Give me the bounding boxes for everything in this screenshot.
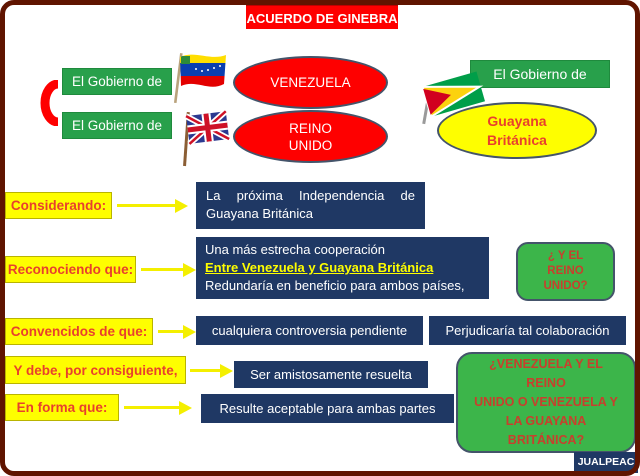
label-considerando: Considerando: <box>5 192 112 219</box>
question-venezuela-reino: ¿VENEZUELA Y EL REINO UNIDO O VENEZUELA … <box>456 352 636 453</box>
gov-box-venezuela: El Gobierno de <box>62 68 172 95</box>
arrow-icon <box>158 330 183 333</box>
credit-badge: JUALPEAC <box>574 452 638 473</box>
label-convencidos: Convencidos de que: <box>5 318 153 345</box>
page-title: ACUERDO DE GINEBRA <box>246 4 398 29</box>
statement-line-highlight: Entre Venezuela y Guayana Británica <box>205 260 434 275</box>
label-en-forma: En forma que: <box>5 394 119 421</box>
venezuela-ellipse: VENEZUELA <box>233 56 388 109</box>
arrow-icon <box>141 268 183 271</box>
gov-box-guyana: El Gobierno de <box>470 60 610 88</box>
label-y-debe: Y debe, por consiguiente, <box>5 356 186 384</box>
statement-line: Guayana Británica <box>206 206 313 221</box>
statement-resuelta: Ser amistosamente resuelta <box>234 361 428 388</box>
statement-aceptable: Resulte aceptable para ambas partes <box>201 394 454 423</box>
arrow-icon <box>117 204 175 207</box>
statement-controversia: cualquiera controversia pendiente <box>196 316 423 345</box>
venezuela-flag-icon <box>173 53 226 104</box>
reino-unido-ellipse: REINO UNIDO <box>233 110 388 163</box>
label-reconociendo: Reconociendo que: <box>5 256 136 283</box>
arrow-icon <box>190 369 220 372</box>
statement-independencia: La próxima Independencia de Guayana Brit… <box>196 182 425 229</box>
statement-line: Una más estrecha cooperación <box>205 242 385 257</box>
left-brace-icon <box>40 80 59 126</box>
guayana-britanica-ellipse: Guayana Británica <box>437 102 597 159</box>
guyana-flag-icon <box>421 71 486 125</box>
statement-line: Redundaría en beneficio para ambos paíse… <box>205 278 465 293</box>
statement-perjudicaria: Perjudicaría tal colaboración <box>429 316 626 345</box>
statement-cooperacion: Una más estrecha cooperación Entre Venez… <box>196 237 489 299</box>
gov-box-uk: El Gobierno de <box>62 112 172 139</box>
arrow-icon <box>124 406 179 409</box>
question-reino-unido: ¿ Y EL REINO UNIDO? <box>516 242 615 301</box>
statement-line: La próxima Independencia de <box>206 188 415 203</box>
uk-flag-icon <box>183 109 231 167</box>
